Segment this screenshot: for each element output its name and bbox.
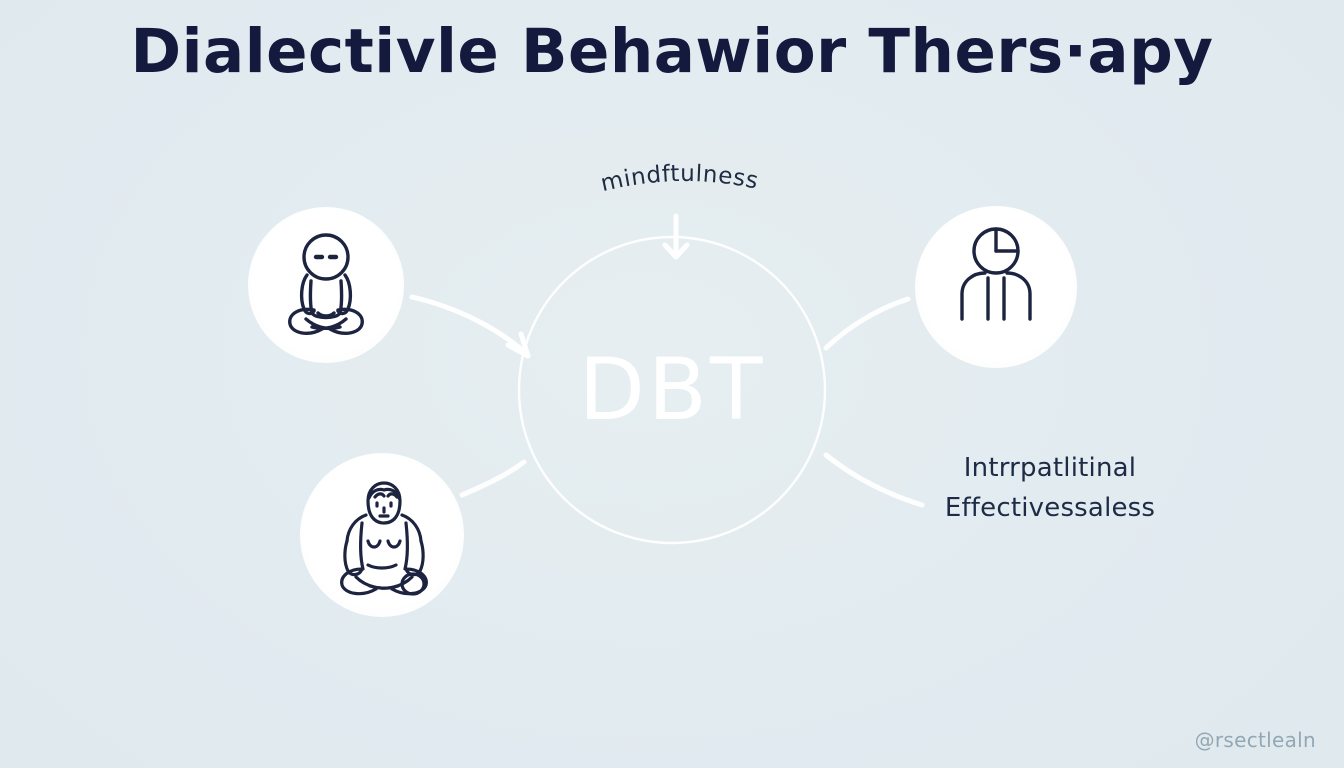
mindfulness-label-text: mindftulness — [598, 161, 760, 197]
interpersonal-effectiveness-label: Intrrpatlitinal Effectivessaless — [905, 448, 1195, 528]
watermark: @rsectlealn — [1194, 728, 1316, 752]
arc-bottom-right-to-center — [823, 452, 925, 508]
node-meditation[interactable] — [248, 207, 404, 363]
arrow-down-icon — [662, 213, 690, 260]
meditating-person-icon — [288, 233, 364, 336]
person-pie-chart-icon — [960, 227, 1032, 321]
center-ring — [517, 235, 827, 545]
interpersonal-label-line2: Effectivessaless — [944, 493, 1156, 523]
node-disc — [248, 207, 404, 363]
interpersonal-label-line1: Intrrpatlitinal — [963, 453, 1137, 483]
page-title: Dialectivle Behawior Thers·apy — [130, 16, 1214, 87]
arc-bottom-left-to-center — [459, 459, 527, 498]
node-person-chart[interactable] — [915, 206, 1077, 368]
mindfulness-label: mindftulness — [598, 161, 760, 197]
seated-crossed-legs-person-icon — [340, 481, 428, 596]
node-seated-figure[interactable] — [300, 453, 464, 617]
arc-top-right-to-center — [823, 296, 911, 351]
center-label: DBT — [578, 340, 766, 440]
arrow-top-left-to-center — [409, 294, 531, 359]
